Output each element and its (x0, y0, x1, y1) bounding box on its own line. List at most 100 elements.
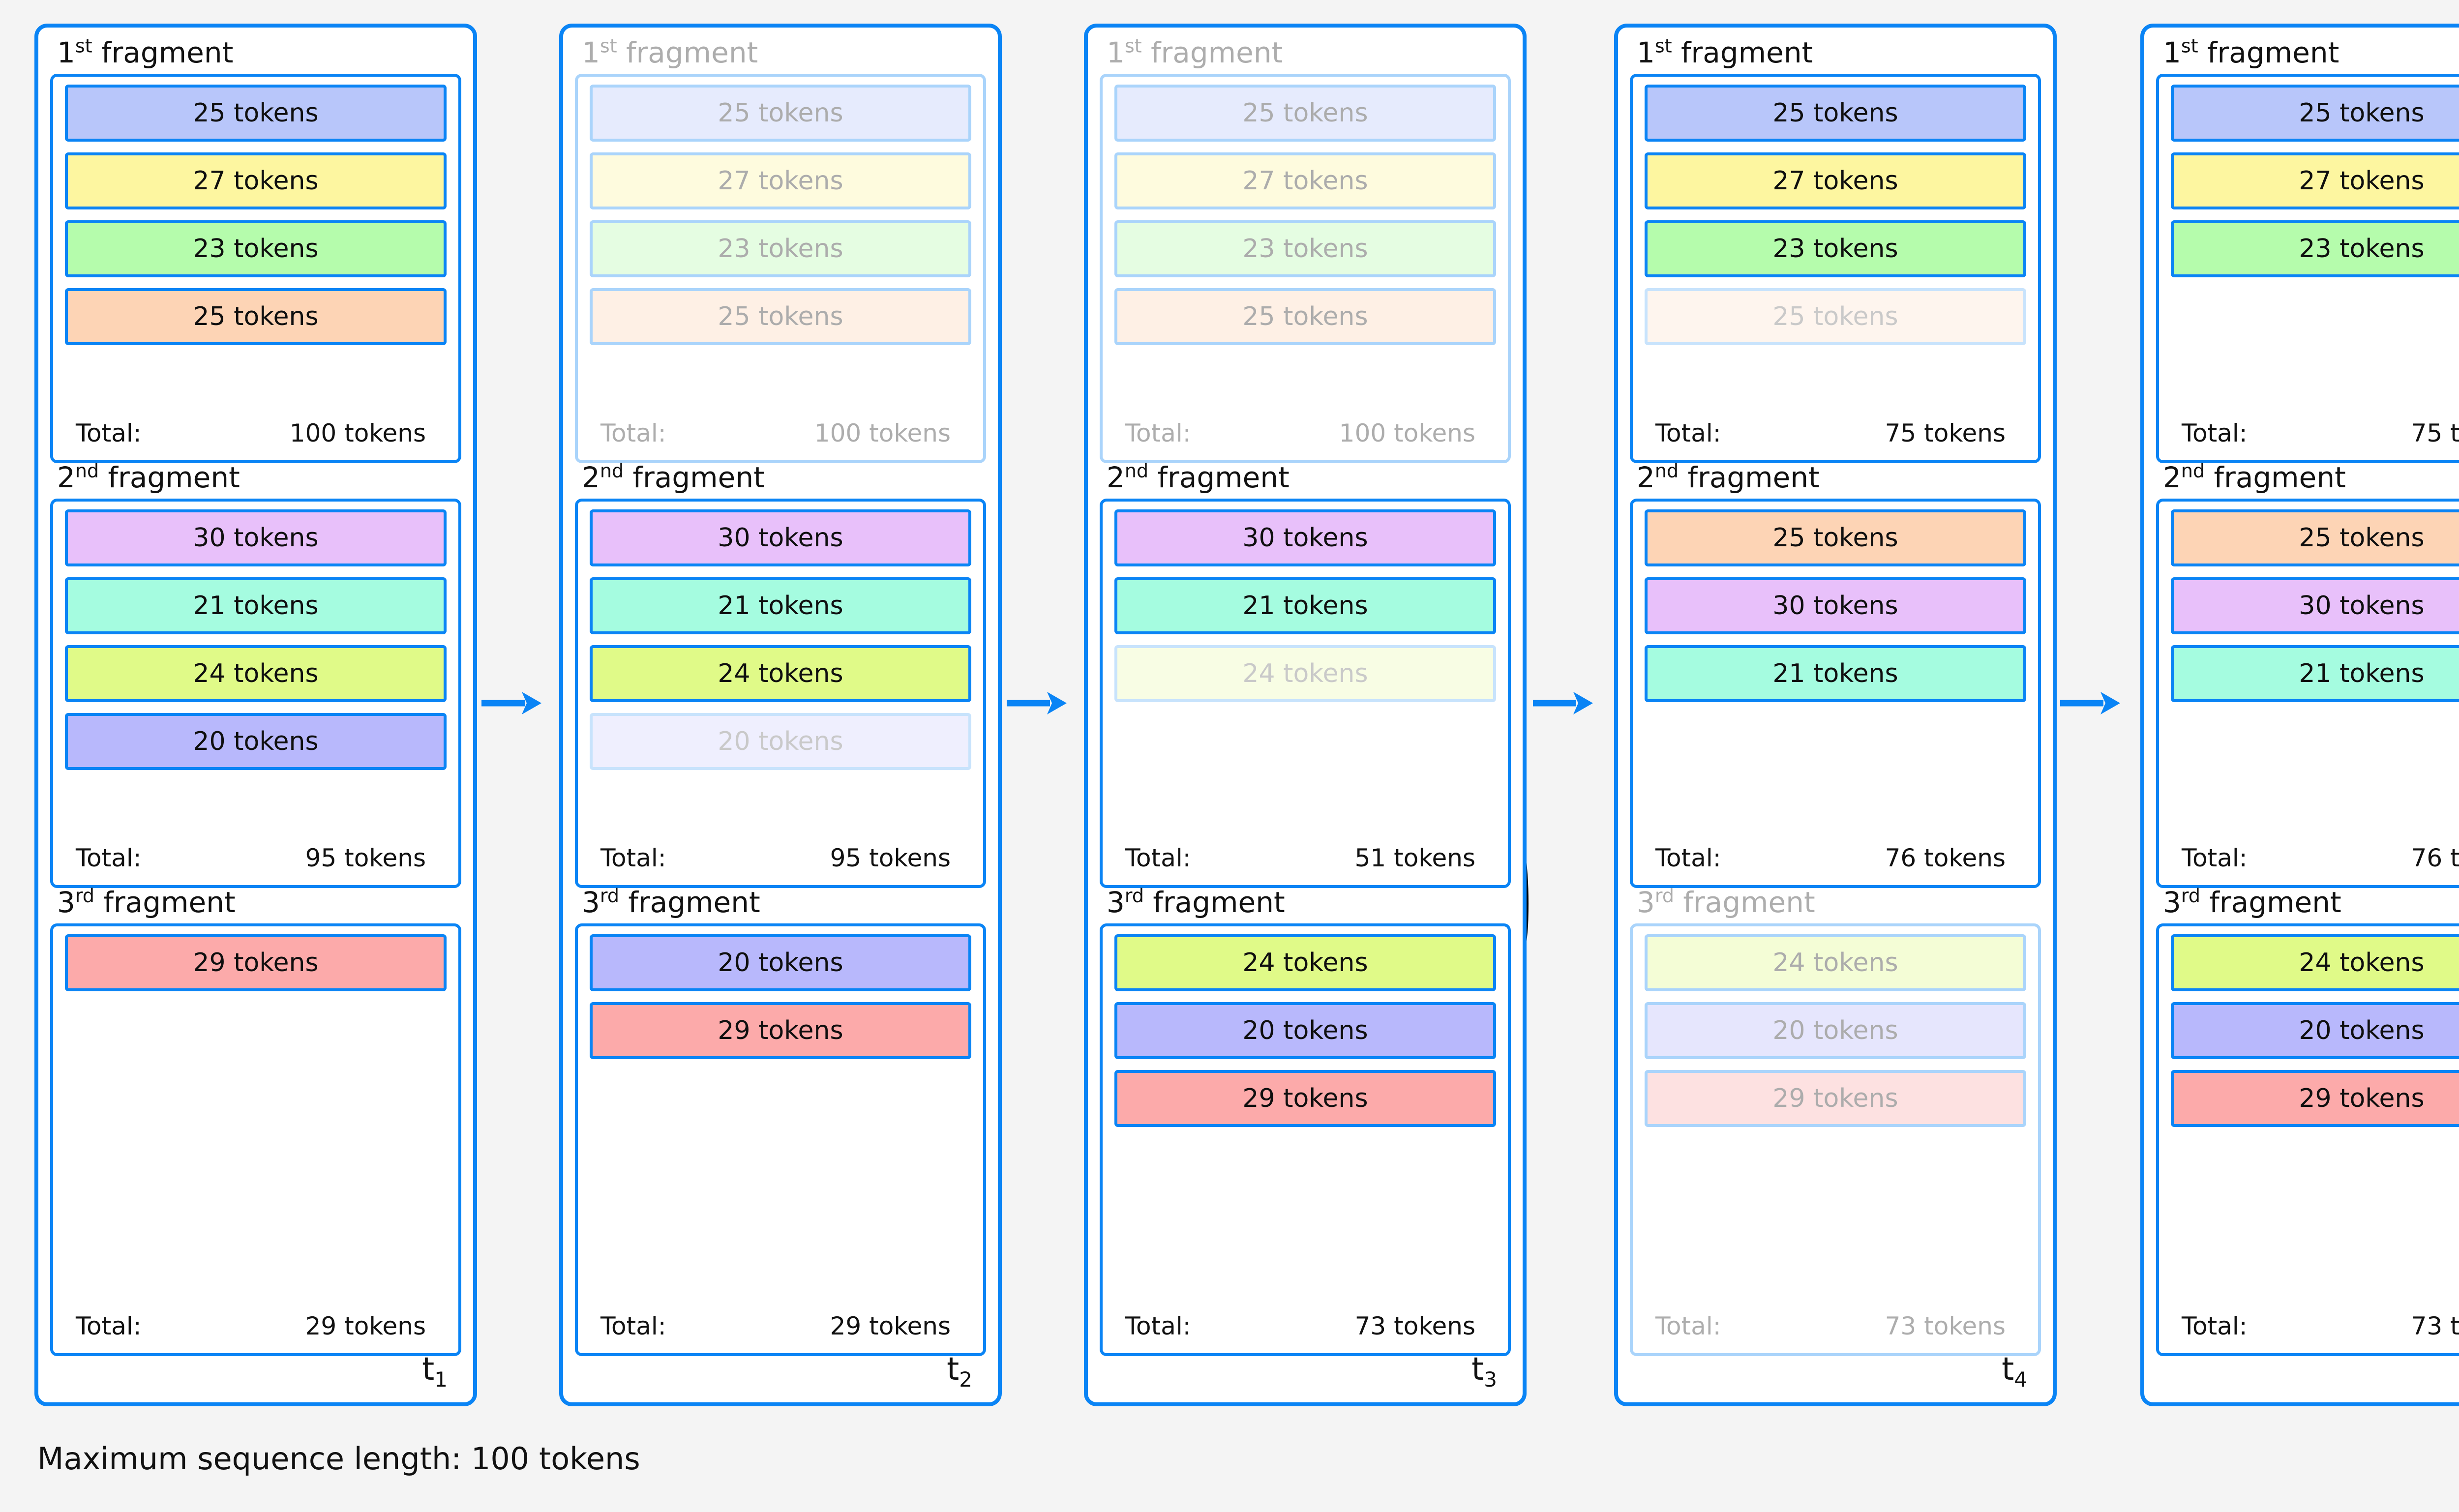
fragment-ordinal-number: 3 (57, 886, 75, 919)
fragment-word: fragment (617, 36, 758, 69)
total-label: Total: (1655, 844, 1721, 872)
fragment-ordinal-suffix: nd (1124, 460, 1149, 482)
timestep-label-t2: t2 (947, 1351, 972, 1390)
total-value: 100 tokens (814, 419, 951, 447)
token-bar: 20 tokens (1114, 1002, 1496, 1059)
token-bar: 24 tokens (2171, 934, 2459, 991)
fragment-total: Total: 76 tokens (1645, 844, 2026, 872)
token-bar: 21 tokens (1114, 577, 1496, 634)
fragment-word: fragment (1679, 461, 1820, 494)
timestep-letter: t (947, 1351, 960, 1388)
fragment-total: Total:29 tokens (65, 1312, 447, 1340)
total-label: Total: (76, 419, 142, 447)
fragment-ordinal-number: 1 (1107, 36, 1125, 69)
total-value: 76 tokens (2411, 844, 2459, 872)
timestep-letter: t (2002, 1351, 2014, 1388)
fragment-word: fragment (94, 886, 236, 919)
timestep-index: 1 (434, 1367, 448, 1392)
fragment-ordinal-suffix: rd (1654, 885, 1674, 907)
total-label: Total: (2182, 1312, 2248, 1340)
fragment-total: Total:100 tokens (1114, 419, 1496, 447)
fragment-ordinal-suffix: nd (2181, 460, 2205, 482)
total-value: 29 tokens (830, 1312, 951, 1340)
token-bar: 30 tokens (65, 509, 447, 566)
fragment-title: 1st fragment (575, 36, 986, 69)
token-bar: 27 tokens (1114, 152, 1496, 209)
token-bar: 20 tokens (590, 934, 971, 991)
total-label: Total: (2182, 844, 2248, 872)
token-bar: 23 tokens (590, 220, 971, 277)
token-bar: 24 tokens (1645, 934, 2026, 991)
fragment-word: fragment (1148, 461, 1289, 494)
token-bar-list: 20 tokens 29 tokens (590, 934, 971, 1059)
fragment-word: fragment (619, 886, 760, 919)
token-bar: 25 tokens (1114, 85, 1496, 142)
total-value: 76 tokens (1885, 844, 2006, 872)
arrow-t2-t3 (1005, 686, 1069, 720)
token-bar: 21 tokens (2171, 645, 2459, 702)
fragment-word: fragment (1141, 36, 1283, 69)
fragment-title: 3rd fragment (50, 886, 461, 919)
total-label: Total: (1655, 1312, 1721, 1340)
fragment-ordinal-suffix: st (1654, 35, 1672, 57)
fragment-title: 2nd fragment (2156, 460, 2459, 494)
fragment-ordinal-number: 2 (2163, 461, 2181, 494)
fragment-title: 3rd fragment (2156, 887, 2459, 917)
token-bar: 25 tokens (1645, 509, 2026, 566)
fragment-total: Total:73 tokens (1114, 1312, 1496, 1340)
token-bar: 25 tokens (1645, 288, 2026, 345)
timestep-label-t3: t3 (1471, 1351, 1497, 1390)
total-label: Total: (600, 844, 666, 872)
fragment-total: Total:29 tokens (590, 1312, 971, 1340)
fragment-ordinal-suffix: nd (600, 460, 624, 482)
token-bar: 29 tokens (590, 1002, 971, 1059)
timestep-label-t1: t1 (422, 1351, 448, 1390)
token-bar: 25 tokens (590, 288, 971, 345)
fragment-title: 1st fragment (1630, 35, 2041, 69)
fragment-total: Total:73 tokens (2171, 1312, 2459, 1340)
total-value: 75 tokens (2411, 419, 2459, 447)
token-bar: 25 tokens (65, 85, 447, 142)
token-bar: 27 tokens (2171, 152, 2459, 209)
fragment-ordinal-number: 2 (582, 461, 600, 494)
total-label: Total: (2182, 419, 2248, 447)
fragment-title: 3rd fragment (575, 886, 986, 919)
total-value: 95 tokens (830, 844, 951, 872)
fragment-ordinal-number: 1 (2163, 36, 2181, 69)
timestep-index: 3 (1484, 1367, 1497, 1392)
fragment-title: 2nd fragment (1100, 460, 1511, 494)
token-bar: 27 tokens (65, 152, 447, 209)
token-bar: 20 tokens (590, 713, 971, 770)
token-bar: 29 tokens (65, 934, 447, 991)
timestep-letter: t (1471, 1351, 1484, 1388)
token-bar: 25 tokens (1114, 288, 1496, 345)
total-label: Total: (76, 1312, 142, 1340)
fragment-word: fragment (1672, 36, 1813, 69)
total-value: 51 tokens (1354, 844, 1475, 872)
